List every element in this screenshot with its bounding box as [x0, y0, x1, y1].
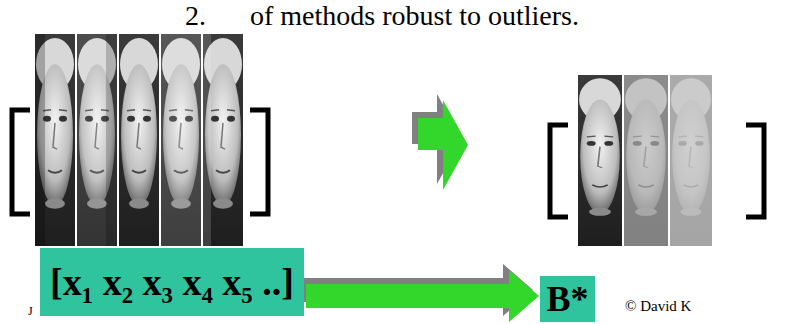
shading [203, 34, 211, 246]
basis-image [578, 75, 622, 246]
arrow-body [306, 270, 539, 322]
basis-image [624, 75, 668, 246]
teal-box: [x₁ x₂ x₃ x₄ x₅ ..] [40, 248, 304, 316]
box-text: [x₁ x₂ x₃ x₄ x₅ ..] [50, 260, 294, 304]
slide-heading: of methods robust to outliers. [250, 0, 579, 32]
shading [106, 34, 117, 246]
arrow-body [418, 100, 468, 190]
text-fragment: J [28, 304, 33, 319]
face-image [35, 34, 75, 246]
block-arrow [300, 264, 539, 322]
basis-faces [578, 75, 712, 246]
face-image [119, 34, 159, 246]
face-image [203, 34, 243, 246]
face-image [77, 34, 117, 246]
basis-image [624, 75, 668, 246]
right-bracket [550, 125, 764, 217]
teal-box: B* [540, 276, 595, 322]
slide-heading: 2. [185, 0, 206, 32]
input-faces [35, 34, 243, 246]
copyright-note: © David K [625, 298, 691, 315]
face-image [161, 34, 201, 246]
shading [35, 34, 45, 246]
box-text: B* [546, 278, 588, 320]
basis-image [670, 75, 712, 246]
basis-image [670, 75, 712, 246]
left-bracket [12, 110, 268, 214]
block-arrow [412, 94, 468, 190]
